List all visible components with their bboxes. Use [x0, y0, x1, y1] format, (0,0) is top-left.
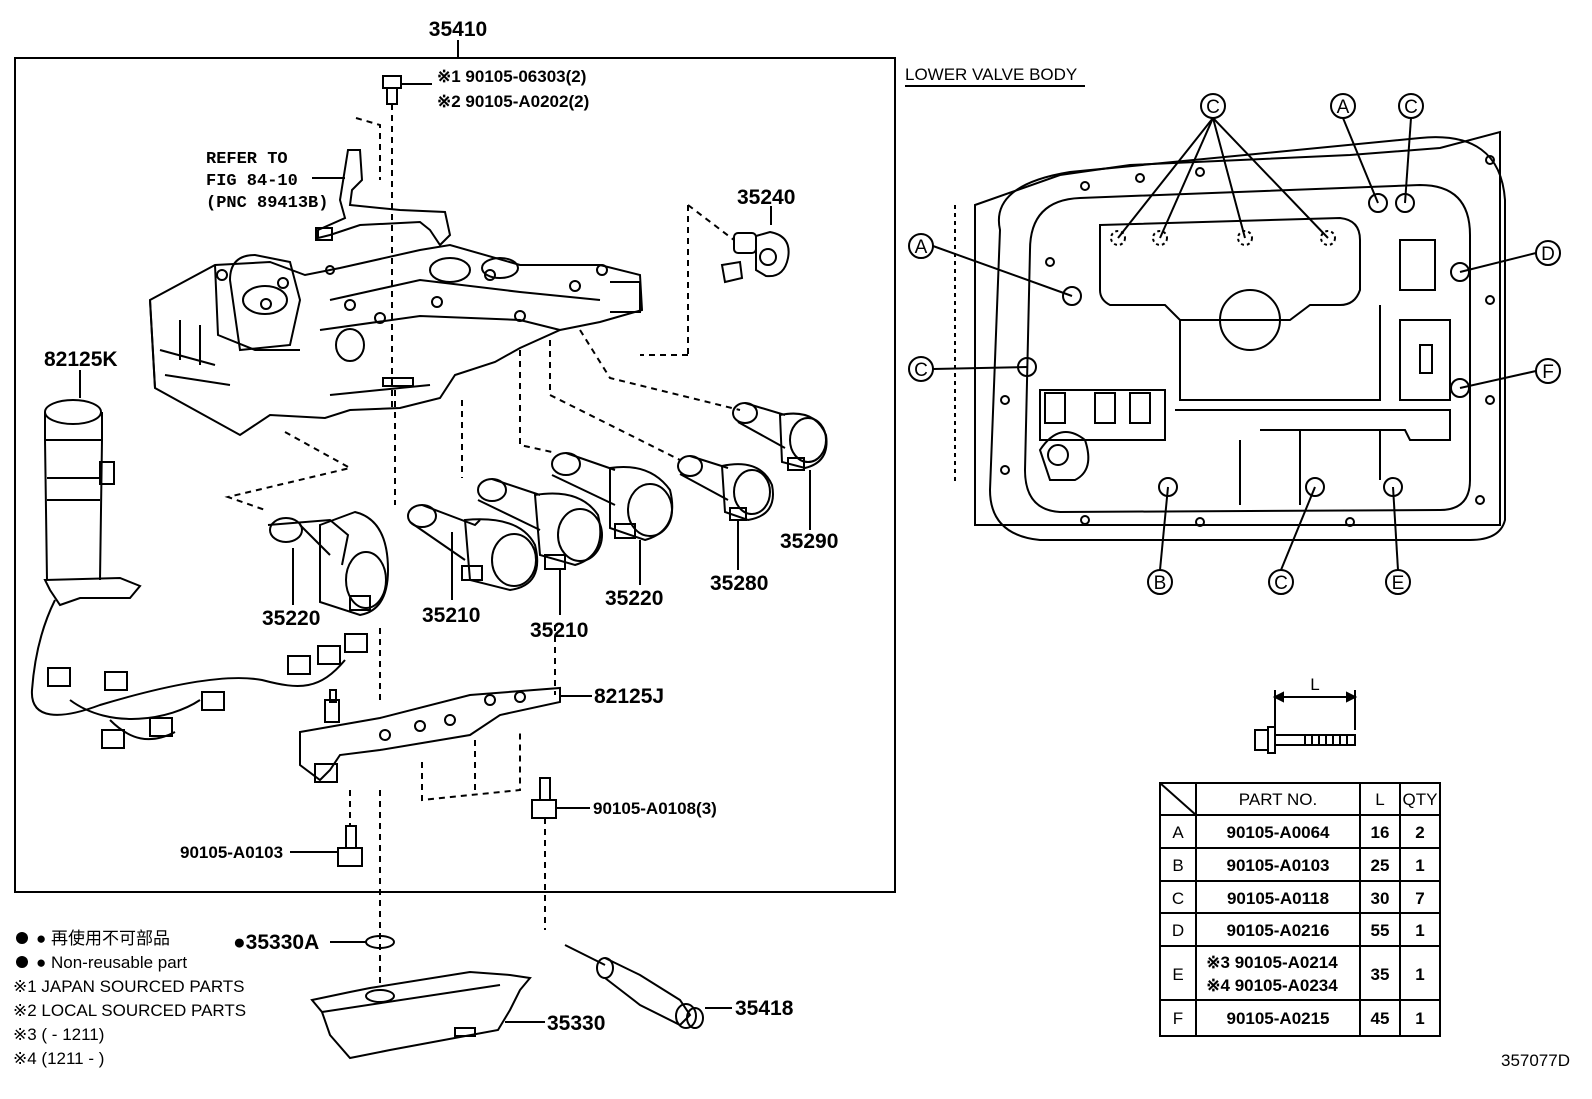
- table-cell-qty: 1: [1415, 1009, 1424, 1028]
- drawing-code: 357077D: [1501, 1051, 1570, 1070]
- table-cell-l: 25: [1371, 856, 1390, 875]
- callout-a-top: A: [1337, 97, 1350, 118]
- table-cell-part: 90105-A0215: [1226, 1009, 1329, 1028]
- table-cell-key: B: [1172, 856, 1183, 875]
- part-label-35210-b: 35210: [530, 619, 588, 642]
- callout-a-left: A: [915, 237, 928, 258]
- table-header-part-no: PART NO.: [1239, 790, 1317, 809]
- top-bolt-icon: [382, 75, 402, 105]
- legend-line-5: ※3 ( - 1211): [13, 1025, 104, 1044]
- bolt-dimension-label: L: [1310, 675, 1319, 694]
- wiring-harness-82125K-icon: [30, 399, 368, 749]
- table-cell-l: 30: [1371, 889, 1390, 908]
- table-cell-part: 90105-A0064: [1226, 823, 1330, 842]
- harness-bracket-icon: [315, 149, 452, 247]
- callout-d-right: D: [1541, 244, 1555, 265]
- table-cell-part: 90105-A0216: [1226, 921, 1329, 940]
- parts-table-grid: [1159, 782, 1441, 1037]
- legend-line-2: ● Non-reusable part: [36, 953, 187, 972]
- solenoid-35220-right-icon: [551, 452, 674, 542]
- table-cell-part-alt: ※4 90105-A0234: [1206, 976, 1338, 995]
- oil-strainer-35330-icon: [310, 970, 532, 1060]
- legend-line-3: ※1 JAPAN SOURCED PARTS: [13, 977, 245, 996]
- table-cell-l: 45: [1371, 1009, 1390, 1028]
- table-cell-key: F: [1173, 1009, 1183, 1028]
- part-label-35210-a: 35210: [422, 604, 480, 627]
- legend-line-6: ※4 (1211 - ): [13, 1049, 104, 1068]
- table-cell-part: 90105-A0118: [1227, 889, 1329, 908]
- table-cell-key: E: [1172, 965, 1183, 984]
- table-cell-qty: 1: [1415, 921, 1424, 940]
- callout-b-bottom: B: [1154, 573, 1167, 594]
- bolt-A0108-icon: [531, 777, 557, 819]
- harness-bracket-82125J-icon: [299, 686, 561, 783]
- bolt-length-diagram: [1254, 690, 1358, 754]
- bolt-label-A0108: 90105-A0108(3): [593, 799, 717, 818]
- assembly-number: 35410: [429, 18, 487, 41]
- part-label-82125J: 82125J: [594, 685, 664, 708]
- callout-c-bottom: C: [1274, 573, 1288, 594]
- bolt-A0103-icon: [337, 825, 363, 867]
- pressure-sensor-35240-icon: [720, 230, 790, 284]
- callout-e-bottom: E: [1392, 573, 1405, 594]
- table-header-qty: QTY: [1403, 790, 1438, 809]
- table-cell-qty: 7: [1415, 889, 1424, 908]
- solenoid-35210-b-icon: [477, 478, 603, 570]
- solenoid-35220-left-icon: [267, 510, 390, 617]
- table-cell-part: 90105-A0103: [1226, 856, 1329, 875]
- solenoid-35210-a-icon: [407, 504, 539, 592]
- bolt-top-label-2: ※2 90105-A0202(2): [437, 92, 589, 111]
- part-label-35330A: ●35330A: [233, 931, 319, 954]
- legend-line-4: ※2 LOCAL SOURCED PARTS: [13, 1001, 246, 1020]
- table-row: F 90105-A0215 45 1: [1173, 1009, 1425, 1028]
- legend-line-1: ● 再使用不可部品: [36, 928, 170, 948]
- assembly-boundary-box: [14, 57, 896, 893]
- part-label-35240: 35240: [737, 186, 795, 209]
- callout-f-right: F: [1542, 362, 1554, 383]
- part-label-82125K: 82125K: [44, 348, 118, 371]
- table-cell-l: 35: [1371, 965, 1390, 984]
- table-cell-l: 55: [1371, 921, 1390, 940]
- table-cell-key: A: [1172, 823, 1184, 842]
- lower-valve-body-icon: [954, 130, 1506, 541]
- part-label-35418: 35418: [735, 997, 794, 1020]
- solenoid-35290-icon: [732, 402, 828, 471]
- refer-label-line2: FIG 84-10: [206, 172, 298, 191]
- solenoid-35280-icon: [677, 455, 774, 522]
- callout-c-top2: C: [1404, 97, 1418, 118]
- lower-valve-body-title: LOWER VALVE BODY: [905, 65, 1077, 84]
- table-cell-qty: 2: [1415, 823, 1424, 842]
- pipe-35418-icon: [564, 944, 704, 1029]
- table-cell-part: ※3 90105-A0214: [1206, 953, 1338, 972]
- part-label-35280: 35280: [710, 572, 768, 595]
- upper-valve-body-icon: [148, 243, 644, 437]
- part-label-35220-right: 35220: [605, 587, 663, 610]
- bolt-label-A0103: 90105-A0103: [180, 843, 283, 862]
- refer-label-line3: (PNC 89413B): [206, 194, 328, 213]
- table-row: C 90105-A0118 30 7: [1172, 889, 1425, 908]
- table-cell-qty: 1: [1415, 965, 1424, 984]
- table-cell-key: C: [1172, 889, 1184, 908]
- table-row: E ※3 90105-A0214 ※4 90105-A0234 35 1: [1172, 953, 1424, 995]
- callout-circles: [908, 93, 1561, 595]
- table-cell-l: 16: [1371, 823, 1390, 842]
- table-cell-key: D: [1172, 921, 1184, 940]
- callout-c-top1: C: [1206, 97, 1220, 118]
- table-header-l: L: [1375, 790, 1384, 809]
- part-label-35330: 35330: [547, 1012, 605, 1035]
- refer-label-line1: REFER TO: [206, 150, 288, 169]
- table-cell-qty: 1: [1415, 856, 1424, 875]
- bolt-top-label-1: ※1 90105-06303(2): [437, 67, 586, 86]
- table-row: D 90105-A0216 55 1: [1172, 921, 1425, 940]
- callout-c-left: C: [914, 360, 928, 381]
- table-row: B 90105-A0103 25 1: [1172, 856, 1424, 875]
- table-row: A 90105-A0064 16 2: [1172, 823, 1424, 842]
- part-label-35290: 35290: [780, 530, 838, 553]
- part-label-35220-left: 35220: [262, 607, 320, 630]
